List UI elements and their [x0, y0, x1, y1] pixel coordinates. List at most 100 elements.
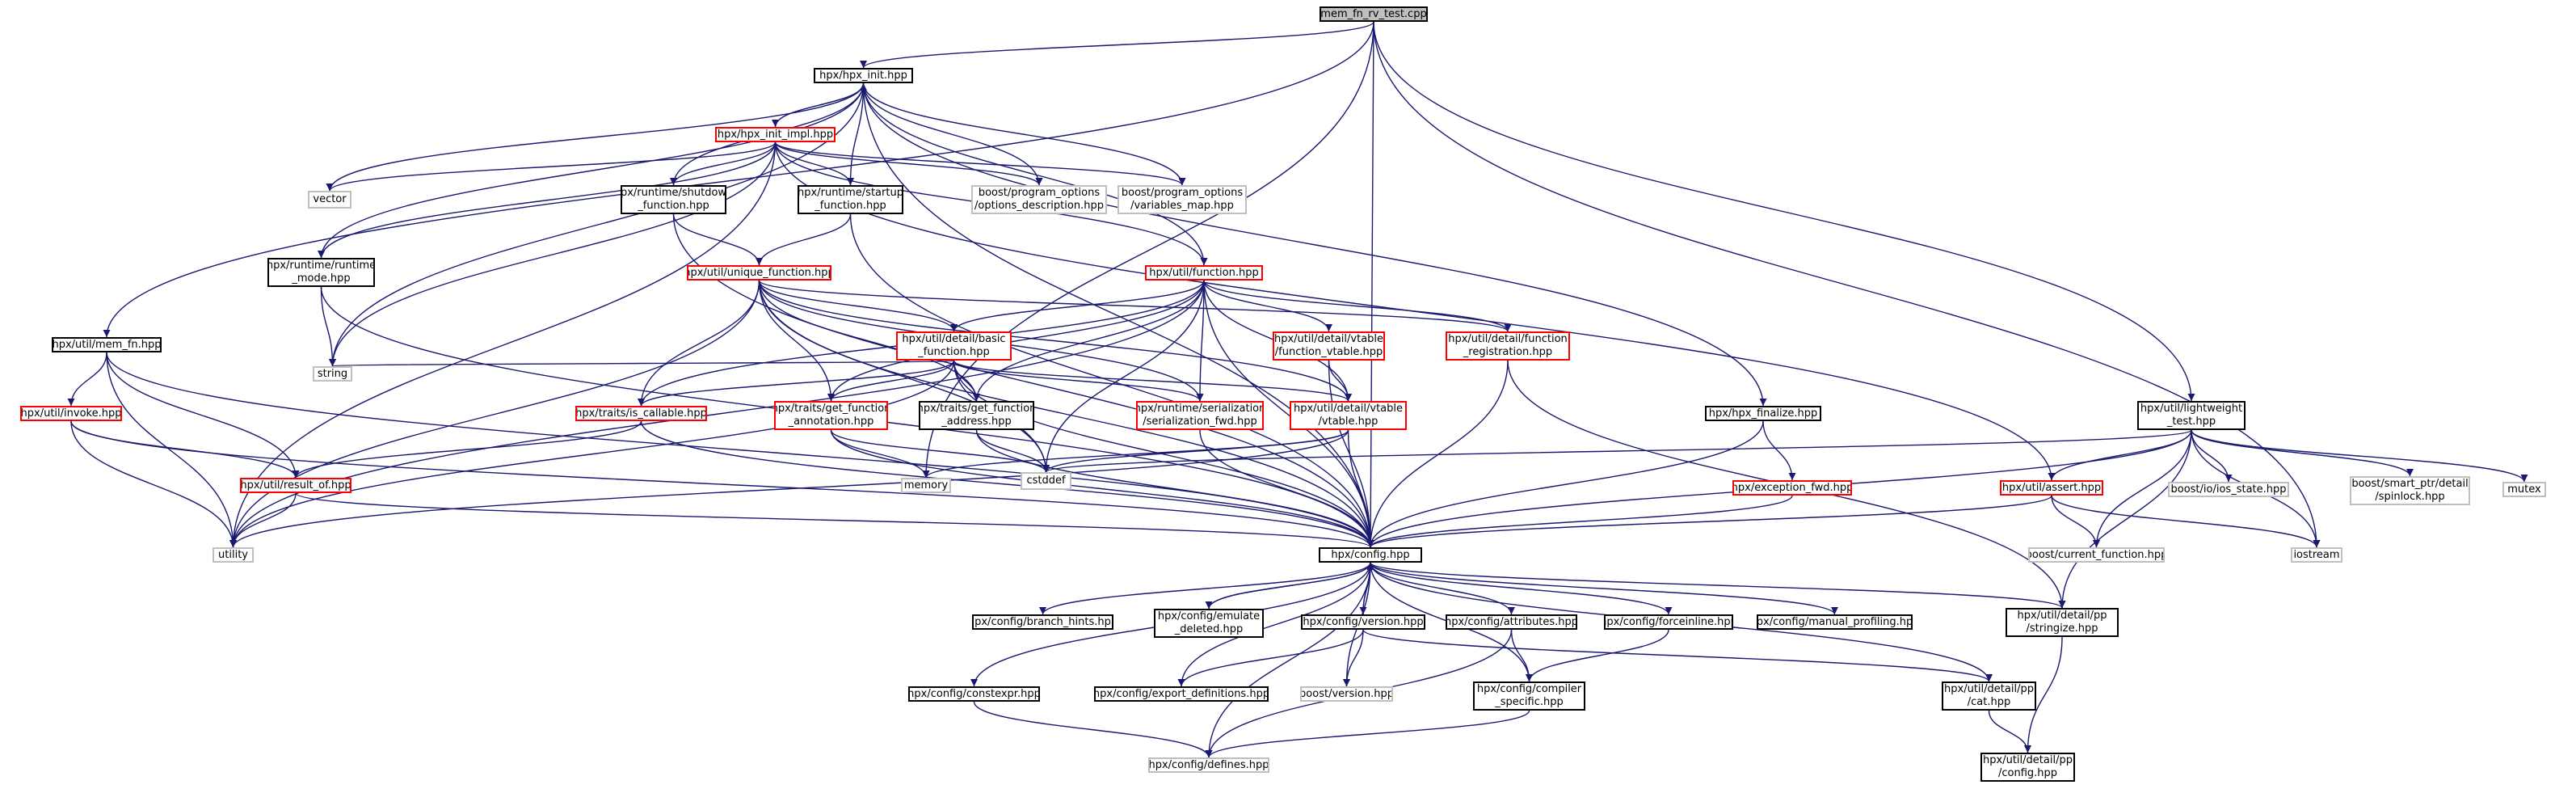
edge-compiler-specific-to-defines — [1205, 710, 1530, 758]
edge-mem-fn-to-invoke — [67, 352, 107, 407]
edge-unique-function-to-is-callable — [638, 280, 760, 407]
node-stringize[interactable]: hpx/util/detail/pp /stringize.hpp — [2006, 608, 2119, 637]
node-iostream[interactable]: iostream — [2291, 547, 2342, 563]
node-cat[interactable]: hpx/util/detail/pp /cat.hpp — [1942, 681, 2036, 711]
edge-unique-function-to-get-function-address — [758, 280, 980, 402]
edge-get-function-annotation-to-config — [830, 429, 1374, 548]
edge-stringize-to-pp-config — [2024, 636, 2063, 753]
edge-runtime-mode-to-string — [320, 286, 336, 367]
edge-get-function-annotation-to-cstddef — [830, 429, 1050, 473]
node-startup[interactable]: hpx/runtime/startup _function.hpp — [798, 185, 903, 214]
node-serialization-fwd[interactable]: hpx/runtime/serialization /serialization… — [1136, 401, 1264, 430]
node-unique-function[interactable]: hpx/util/unique_function.hpp — [687, 265, 831, 281]
edge-config-to-attributes — [1370, 562, 1515, 615]
edge-assert-to-config — [1366, 495, 2052, 548]
edge-function-registration-to-config — [1366, 360, 1509, 548]
edge-assert-to-current-function — [2051, 495, 2100, 548]
node-pp-config[interactable]: hpx/util/detail/pp /config.hpp — [1980, 753, 2075, 782]
edge-is-callable-to-config — [640, 420, 1374, 548]
node-branch-hints[interactable]: hpx/config/branch_hints.hpp — [972, 614, 1113, 630]
edge-hpx-init-to-vector — [326, 82, 865, 192]
node-lightweight-test[interactable]: hpx/util/lightweight _test.hpp — [2137, 401, 2246, 430]
node-get-function-address[interactable]: hpx/traits/get_function _address.hpp — [919, 401, 1034, 430]
node-mem-fn[interactable]: hpx/util/mem_fn.hpp — [52, 337, 162, 352]
node-result-of[interactable]: hpx/util/result_of.hpp — [240, 478, 351, 493]
edge-root-to-memory — [922, 21, 1374, 479]
edge-root-to-mem-fn — [103, 21, 1374, 338]
node-string[interactable]: string — [313, 366, 352, 382]
edge-forceinline-to-compiler-specific — [1526, 629, 1669, 682]
node-emulate-deleted[interactable]: hpx/config/emulate _deleted.hpp — [1154, 609, 1264, 638]
edge-hpx-init-to-config — [862, 82, 1374, 548]
node-compiler-specific[interactable]: hpx/config/compiler _specific.hpp — [1473, 681, 1585, 711]
edge-hpx-init-impl-to-po-desc — [774, 141, 1043, 186]
edge-hpx-init-to-startup — [847, 82, 865, 186]
edge-get-function-address-to-config — [975, 429, 1374, 548]
edge-unique-function-to-vtable — [758, 280, 1352, 402]
node-po-desc[interactable]: boost/program_options /options_descripti… — [971, 185, 1107, 214]
edge-function-to-serialization-fwd — [1196, 280, 1205, 402]
edge-result-of-to-config — [295, 492, 1374, 548]
edge-unique-function-to-utility — [229, 280, 760, 548]
node-is-callable[interactable]: hpx/traits/is_callable.hpp — [575, 406, 707, 421]
node-shutdown[interactable]: hpx/runtime/shutdown _function.hpp — [621, 185, 726, 214]
edge-basic-function-to-serialization-fwd — [953, 360, 1204, 402]
node-vtable[interactable]: hpx/util/detail/vtable /vtable.hpp — [1290, 401, 1407, 430]
edge-mem-fn-to-result-of — [106, 352, 300, 479]
edge-basic-function-to-is-callable — [638, 360, 955, 407]
node-mutex[interactable]: mutex — [2502, 482, 2546, 497]
node-ios-state[interactable]: boost/io/ios_state.hpp — [2168, 482, 2289, 497]
edge-lightweight-test-to-current-function — [2093, 429, 2192, 548]
node-po-var[interactable]: boost/program_options /variables_map.hpp — [1118, 185, 1247, 214]
edge-function-to-config — [1203, 280, 1374, 548]
node-config[interactable]: hpx/config.hpp — [1319, 547, 1422, 563]
node-root: mem_fn_rv_test.cpp — [1320, 6, 1428, 22]
node-forceinline[interactable]: hpx/config/forceinline.hpp — [1604, 614, 1733, 630]
node-memory[interactable]: memory — [901, 478, 951, 493]
node-spinlock[interactable]: boost/smart_ptr/detail /spinlock.hpp — [2350, 476, 2470, 505]
edge-function-to-get-function-address — [973, 280, 1205, 402]
node-defines[interactable]: hpx/config/defines.hpp — [1148, 757, 1269, 773]
edge-lightweight-test-to-spinlock — [2191, 429, 2414, 477]
node-exception-fwd[interactable]: hpx/exception_fwd.hpp — [1732, 480, 1852, 496]
node-manual-profiling[interactable]: hpx/config/manual_profiling.hpp — [1757, 614, 1913, 630]
edge-hpx-init-to-function — [862, 82, 1208, 266]
node-version[interactable]: hpx/config/version.hpp — [1301, 614, 1425, 630]
node-attributes[interactable]: hpx/config/attributes.hpp — [1446, 614, 1577, 630]
node-vector[interactable]: vector — [308, 191, 351, 209]
node-cstddef[interactable]: cstddef — [1021, 472, 1071, 490]
edge-invoke-to-utility — [70, 420, 237, 548]
edge-hpx-init-to-hpx-finalize — [862, 82, 1767, 407]
node-runtime-mode[interactable]: hpx/runtime/runtime _mode.hpp — [267, 258, 375, 287]
node-hpx-finalize[interactable]: hpx/hpx_finalize.hpp — [1705, 406, 1821, 421]
edge-hpx-init-to-runtime-mode — [318, 82, 865, 259]
node-export-definitions[interactable]: hpx/config/export_definitions.hpp — [1094, 686, 1269, 702]
node-invoke[interactable]: hpx/util/invoke.hpp — [20, 406, 122, 421]
edge-function-to-basic-function — [950, 280, 1205, 332]
node-assert[interactable]: hpx/util/assert.hpp — [2000, 480, 2103, 496]
node-utility[interactable]: utility — [213, 547, 254, 563]
edge-version-to-cat — [1362, 629, 1993, 682]
node-hpx-init-impl[interactable]: hpx/hpx_init_impl.hpp — [715, 127, 836, 142]
edge-config-to-manual-profiling — [1370, 562, 1838, 615]
edge-unique-function-to-basic-function — [758, 280, 958, 332]
edge-get-function-annotation-to-memory — [830, 429, 930, 479]
edge-hpx-init-impl-to-po-var — [774, 141, 1186, 186]
node-basic-function[interactable]: hpx/util/detail/basic _function.hpp — [896, 331, 1012, 361]
edge-invoke-to-config — [70, 420, 1374, 548]
node-boost-version[interactable]: boost/version.hpp — [1300, 686, 1393, 702]
edge-vtable-to-cstddef — [1042, 429, 1349, 473]
node-hpx-init[interactable]: hpx/hpx_init.hpp — [814, 68, 913, 83]
node-get-function-annotation[interactable]: hpx/traits/get_function _annotation.hpp — [774, 401, 888, 430]
edge-unique-function-to-function-registration — [758, 280, 1512, 332]
node-current-function[interactable]: boost/current_function.hpp — [2028, 547, 2165, 563]
edge-assert-to-iostream — [2051, 495, 2321, 548]
node-function-vtable[interactable]: hpx/util/detail/vtable /function_vtable.… — [1273, 331, 1385, 361]
node-function[interactable]: hpx/util/function.hpp — [1145, 265, 1263, 281]
edge-hpx-finalize-to-config — [1366, 420, 1764, 548]
node-function-registration[interactable]: hpx/util/detail/function _registration.h… — [1446, 331, 1570, 361]
node-constexpr[interactable]: hpx/config/constexpr.hpp — [908, 686, 1040, 702]
edge-function-to-function-vtable — [1203, 280, 1332, 332]
edge-basic-function-to-vtable — [953, 360, 1352, 402]
